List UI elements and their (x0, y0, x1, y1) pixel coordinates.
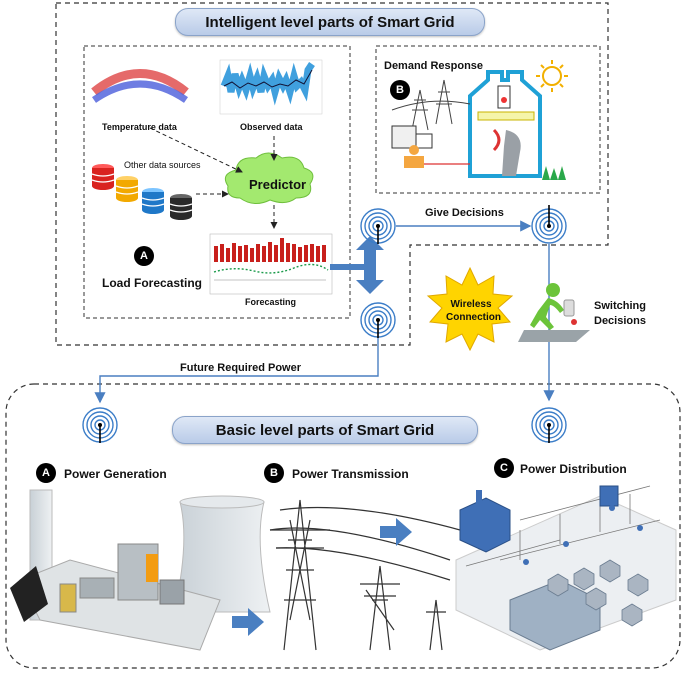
power-transmission-badge: B (264, 463, 284, 483)
forecasting-chart-icon (209, 233, 333, 295)
wireless-line-2: Connection (446, 312, 501, 323)
future-required-power-label: Future Required Power (180, 362, 302, 374)
wireless-starburst-shape (426, 266, 514, 352)
demand-response-region (375, 45, 601, 194)
switching-decisions-label: Switching Decisions (594, 299, 646, 329)
power-generation-label: Power Generation (64, 467, 167, 481)
load-forecasting-region (83, 45, 351, 319)
power-plant-illustration (10, 489, 271, 651)
other-data-sources-label: Other data sources (124, 160, 201, 170)
demand-response-badge: B (390, 80, 410, 100)
observed-data-label: Observed data (240, 122, 303, 132)
predictor-label: Predictor (249, 177, 307, 192)
generation-to-transmission-arrow (232, 608, 264, 636)
forecasting-label: Forecasting (245, 297, 297, 307)
give-decisions-label: Give Decisions (425, 207, 504, 219)
split-arrow-shape (330, 236, 384, 294)
wireless-connection-label: Wireless Connection (446, 298, 501, 324)
basic-level-title: Basic level parts of Smart Grid (172, 416, 478, 444)
basic-level-region (5, 383, 681, 669)
switching-line-2: Decisions (594, 315, 646, 327)
power-distribution-label: Power Distribution (520, 462, 627, 476)
power-generation-badge: A (36, 463, 56, 483)
intelligent-level-title: Intelligent level parts of Smart Grid (175, 8, 485, 36)
load-forecasting-badge: A (134, 246, 154, 266)
temp-to-predictor-arrow (149, 127, 243, 173)
wireless-line-1: Wireless (450, 299, 492, 310)
temperature-data-label: Temperature data (102, 122, 177, 132)
demand-response-illustration (391, 60, 568, 180)
power-distribution-badge: C (494, 458, 514, 478)
future-required-power-arrow (94, 338, 379, 404)
switching-line-1: Switching (594, 300, 646, 312)
demand-response-label: Demand Response (384, 60, 484, 72)
load-forecasting-label: Load Forecasting (102, 276, 203, 290)
transmission-tower-illustration (269, 499, 461, 651)
transmission-to-distribution-arrow (380, 518, 412, 546)
power-transmission-label: Power Transmission (292, 467, 409, 481)
switching-person-icon (518, 283, 590, 342)
database-icons (91, 164, 193, 220)
power-distribution-illustration (455, 485, 677, 651)
predictor-cloud-shape (224, 152, 314, 204)
observed-data-chart-icon (219, 59, 323, 115)
intelligent-level-region (55, 2, 609, 346)
temperature-chart-icon (91, 62, 189, 118)
